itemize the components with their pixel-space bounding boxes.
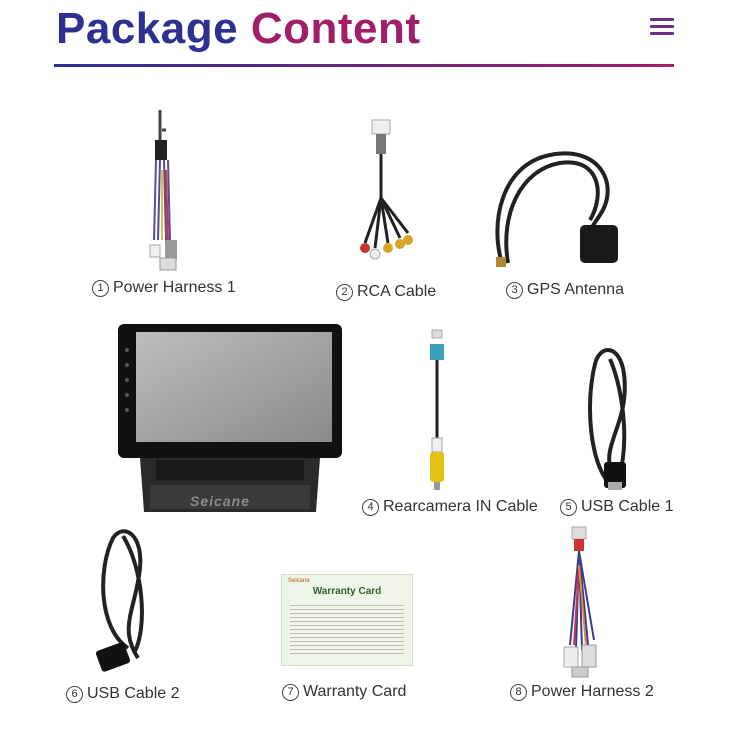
list-item: 5 USB Cable 1 bbox=[560, 498, 674, 516]
list-item: 8 Power Harness 2 bbox=[510, 683, 654, 701]
warranty-card-brand: Seicane bbox=[288, 578, 310, 584]
power-harness-2-image bbox=[563, 526, 597, 678]
rca-cable-image bbox=[360, 119, 413, 260]
list-item: 7 Warranty Card bbox=[282, 683, 406, 701]
usb-cable-2-image bbox=[95, 529, 144, 672]
list-item: 1 Power Harness 1 bbox=[92, 279, 236, 297]
page-title-part2: Content bbox=[250, 4, 421, 53]
list-item: 3 GPS Antenna bbox=[506, 281, 624, 299]
usb-cable-1-image bbox=[588, 348, 627, 490]
head-unit-image bbox=[118, 324, 342, 512]
warranty-card-image: Seicane Warranty Card bbox=[281, 574, 413, 666]
warranty-card-title: Warranty Card bbox=[312, 586, 382, 597]
list-item: 6 USB Cable 2 bbox=[66, 685, 180, 703]
page-title: Package Content bbox=[56, 4, 421, 54]
list-item: 4 Rearcamera IN Cable bbox=[362, 498, 538, 516]
rearcamera-cable-image bbox=[430, 329, 444, 490]
list-item: 2 RCA Cable bbox=[336, 283, 436, 301]
gps-antenna-image bbox=[495, 151, 618, 267]
hamburger-menu-icon[interactable] bbox=[650, 18, 674, 36]
head-unit-brand: Seicane bbox=[190, 493, 250, 509]
page-title-part1: Package bbox=[56, 4, 239, 53]
power-harness-1-image bbox=[149, 110, 177, 271]
title-divider bbox=[54, 64, 674, 67]
